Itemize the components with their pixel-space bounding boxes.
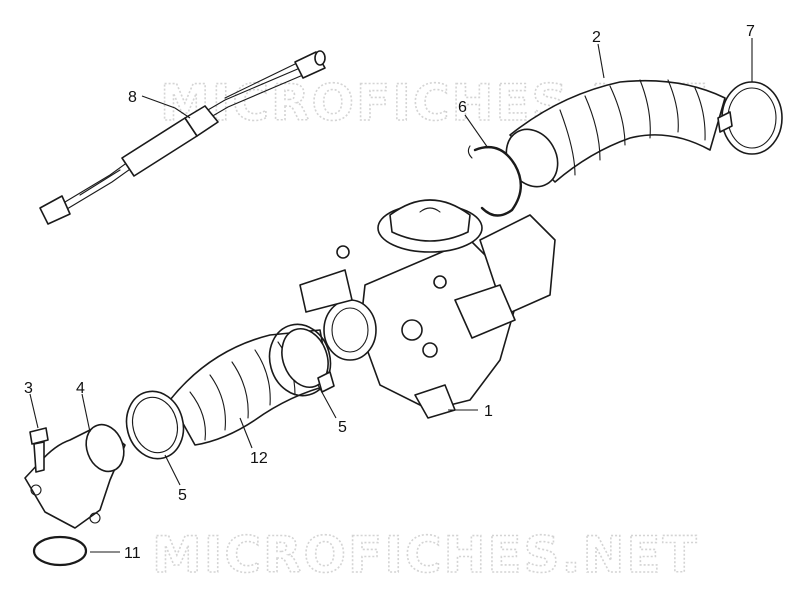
callout-5-lower: 5 (178, 487, 187, 504)
callout-4: 4 (76, 380, 85, 397)
part-2-hose (505, 79, 726, 188)
part-6-ring (467, 145, 522, 217)
callout-5-upper: 5 (338, 419, 347, 436)
callout-3: 3 (24, 380, 33, 397)
callout-6: 6 (458, 99, 467, 116)
callout-1: 1 (484, 403, 493, 420)
part-4-manifold (24, 423, 126, 529)
part-5-clamp-lower (125, 390, 185, 460)
callout-8: 8 (128, 89, 137, 106)
part-1-carburetor (299, 199, 556, 419)
watermark-bottom: MICROFICHES.NET (152, 526, 699, 584)
part-11-oring (32, 535, 88, 567)
part-7-clamp (717, 81, 783, 155)
callout-12: 12 (250, 450, 268, 467)
leader-lines (29, 38, 753, 553)
part-8-cable (39, 50, 326, 225)
callout-7: 7 (746, 23, 755, 40)
part-12-bellows (169, 328, 331, 446)
part-5-clamp-upper (268, 323, 335, 397)
callout-11: 11 (124, 545, 141, 562)
callout-2: 2 (592, 29, 601, 46)
part-3-bolt (29, 427, 49, 473)
